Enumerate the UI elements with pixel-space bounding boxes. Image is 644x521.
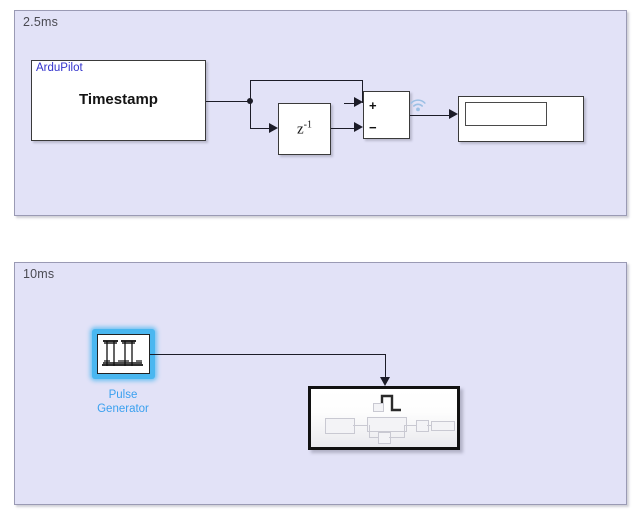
unit-delay-z: z — [296, 121, 304, 138]
wire-unit-delay-out — [331, 128, 356, 129]
wire-sum-to-display — [410, 115, 450, 116]
wire-timestamp-out — [206, 101, 250, 102]
wire-top-rail-down — [362, 80, 363, 103]
wireless-signal-icon — [408, 96, 428, 114]
pulse-generator-label-line1: Pulse — [108, 389, 138, 401]
wire-pulse-down — [385, 354, 386, 378]
subsystem-preview-wire — [427, 425, 431, 426]
unit-delay-exponent: -1 — [303, 119, 312, 131]
subsystem-preview-shape — [373, 403, 384, 412]
block-triggered-subsystem[interactable] — [308, 386, 460, 450]
wire-to-unit-delay — [250, 128, 270, 129]
arrow-display-in — [449, 109, 458, 119]
block-display[interactable] — [458, 96, 584, 142]
subsystem-preview-wire — [405, 425, 417, 426]
display-value-field — [465, 102, 547, 126]
arrow-sum-minus — [354, 122, 363, 132]
block-pulse-generator[interactable] — [97, 334, 150, 374]
subsystem-preview-shape — [416, 420, 429, 432]
rate-panel-10ms[interactable]: 10ms — [14, 262, 627, 505]
sum-port-minus: − — [369, 120, 377, 135]
block-unit-delay[interactable]: z-1 — [278, 103, 331, 155]
block-timestamp-subtitle: ArduPilot — [36, 62, 83, 74]
arrow-subsystem-trigger — [380, 377, 390, 386]
block-unit-delay-label: z-1 — [279, 120, 330, 139]
block-timestamp[interactable]: ArduPilot Timestamp — [31, 60, 206, 141]
block-pulse-generator-label: Pulse Generator — [62, 388, 184, 416]
subsystem-preview-shape — [325, 418, 355, 434]
wire-top-rail — [250, 80, 363, 81]
pulse-generator-label-line2: Generator — [97, 403, 149, 415]
arrow-unit-delay-in — [269, 123, 278, 133]
subsystem-preview-wire — [369, 437, 379, 438]
rate-label: 10ms — [23, 267, 55, 281]
wire-into-sum-plus — [344, 103, 356, 104]
subsystem-preview-shape — [431, 421, 455, 431]
subsystem-preview-wire — [369, 425, 370, 437]
pulse-generator-icon — [102, 340, 143, 366]
rate-label: 2.5ms — [23, 15, 59, 29]
subsystem-preview-shape — [367, 417, 407, 432]
subsystem-preview-wire — [353, 425, 367, 426]
wire-pulse-to-subsystem — [150, 354, 386, 355]
block-sum[interactable]: + − — [363, 91, 410, 139]
wire-branch-up — [250, 80, 251, 102]
subsystem-preview-shape — [378, 432, 391, 444]
arrow-sum-plus — [354, 97, 363, 107]
sum-port-plus: + — [369, 98, 377, 113]
subsystem-preview-wire — [404, 425, 405, 437]
subsystem-preview-wire — [389, 437, 405, 438]
wire-branch-down — [250, 101, 251, 128]
block-timestamp-label: Timestamp — [79, 91, 158, 108]
